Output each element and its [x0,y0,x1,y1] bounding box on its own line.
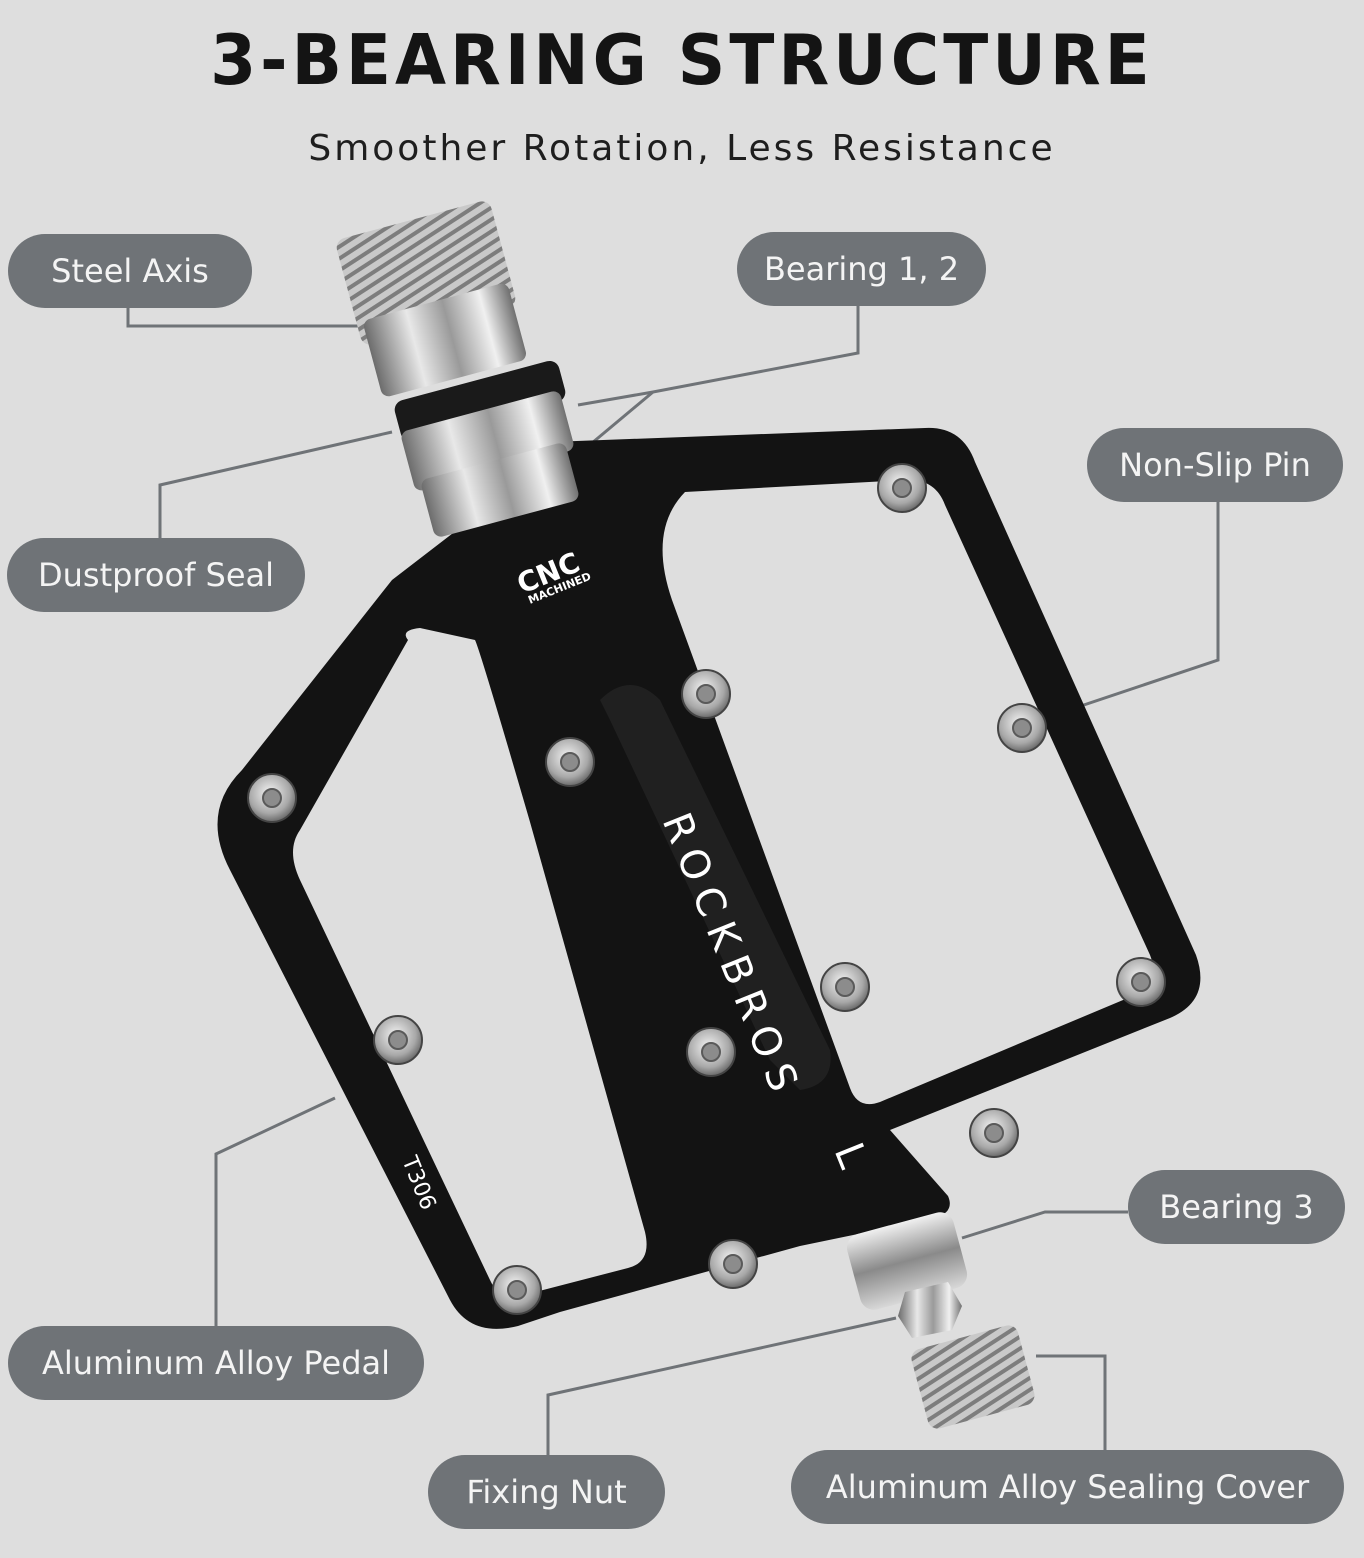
label-non-slip-pin: Non-Slip Pin [1087,428,1343,502]
non-slip-pin-socket-3 [560,752,580,772]
pedal-window-right [662,479,1154,1105]
leader-fixing-nut [546,1316,897,1455]
label-bearing-3: Bearing 3 [1128,1170,1345,1244]
sealing-cover-part [911,1325,1035,1429]
pedal-body [217,427,1201,1329]
exploded-parts [846,1212,1035,1429]
leader-dustproof-seal [158,430,393,540]
leader-bearing-3 [961,1210,1128,1240]
label-fixing-nut: Fixing Nut [428,1455,665,1529]
diagram-title: 3-BEARING STRUCTURE [210,20,1154,101]
non-slip-pin-socket-10 [984,1123,1004,1143]
dustproof-seal-ring [394,360,566,442]
non-slip-pin-socket-6 [835,977,855,997]
bearing-2 [421,443,579,537]
pedal-window-left [293,628,647,1298]
label-bearing-1-2: Bearing 1, 2 [737,232,986,306]
pedal-spine [600,685,831,1090]
label-steel-axis: Steel Axis [8,234,252,308]
leader-non-slip-pin [1044,500,1220,720]
label-dustproof-seal: Dustproof Seal [7,538,305,612]
non-slip-pin-socket-1 [892,478,912,498]
non-slip-pin-socket-7 [1131,972,1151,992]
non-slip-pin-socket-2 [696,684,716,704]
leader-steel-axis [126,300,364,328]
leader-aluminum-alloy-pedal [214,1096,336,1328]
leader-bearing-1-2 [577,300,860,407]
spindle-hex [364,283,526,397]
pedal-spindle [336,201,579,537]
non-slip-pins [247,463,1166,1315]
label-aluminum-alloy-pedal: Aluminum Alloy Pedal [8,1326,424,1400]
non-slip-pin-socket-12 [723,1254,743,1274]
leader-lines [126,300,1220,1455]
non-slip-pin-socket-9 [701,1042,721,1062]
label-aluminum-alloy-sealing-cover: Aluminum Alloy Sealing Cover [791,1450,1344,1524]
bearing-1 [401,391,574,491]
diagram-subtitle: Smoother Rotation, Less Resistance [308,128,1056,169]
leader-bearing-1-2-b [591,390,654,445]
leader-sealing-cover [1036,1354,1107,1452]
non-slip-pin-socket-4 [1012,718,1032,738]
non-slip-pin-socket-5 [262,788,282,808]
fixing-nut-part [898,1282,962,1338]
non-slip-pin-socket-11 [507,1280,527,1300]
non-slip-pin-socket-8 [388,1030,408,1050]
